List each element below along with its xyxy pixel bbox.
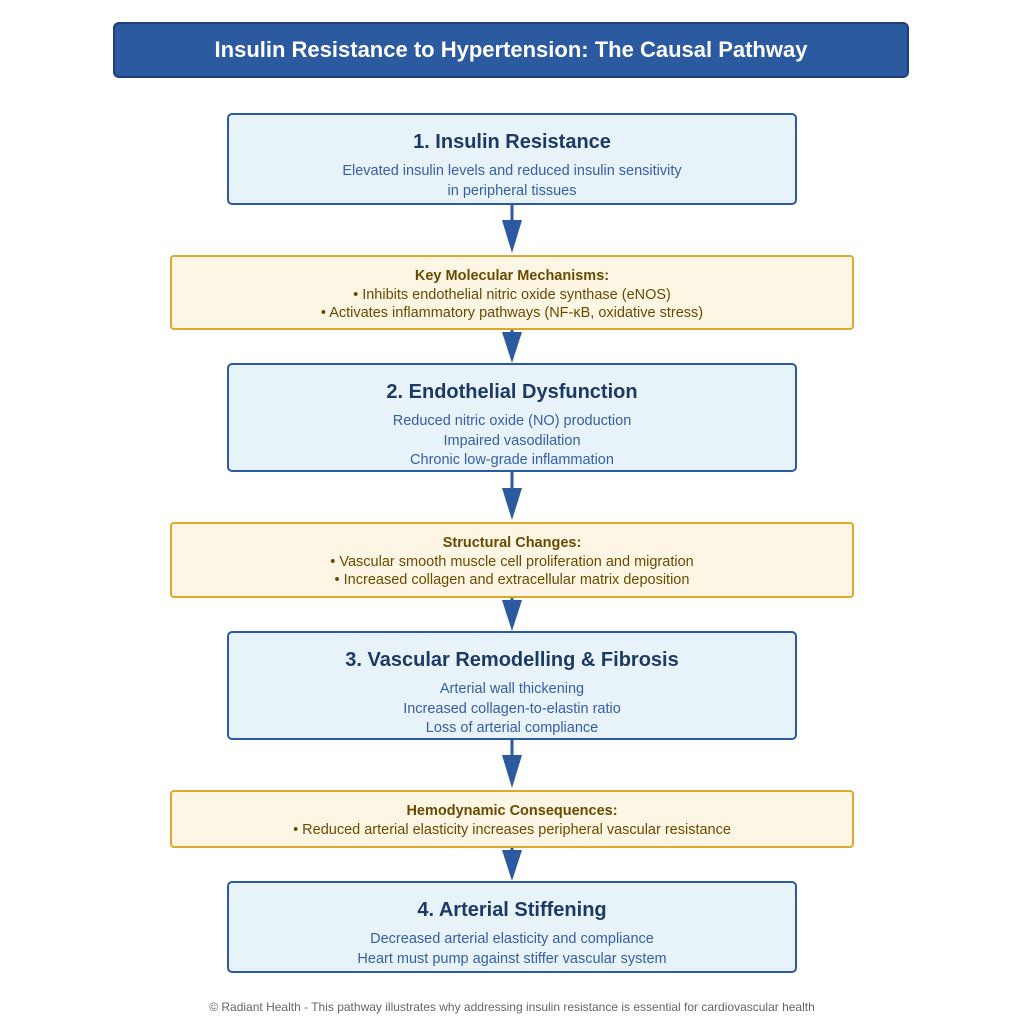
- arrow-mech1-to-stage2: [502, 330, 522, 363]
- arrow-mech2-to-stage3: [502, 598, 522, 631]
- diagram-title: Insulin Resistance to Hypertension: The …: [113, 22, 909, 78]
- arrow-stage1-to-mech1: [502, 205, 522, 253]
- mechanism-title: Structural Changes:: [442, 535, 582, 551]
- stage-vascular-remodelling: 3. Vascular Remodelling & Fibrosis Arter…: [227, 631, 797, 740]
- stage-endothelial-dysfunction: 2. Endothelial Dysfunction Reduced nitri…: [227, 363, 797, 472]
- arrow-mech3-to-stage4: [502, 848, 522, 881]
- mechanism-title: Hemodynamic Consequences:: [406, 803, 618, 819]
- mechanism-line: • Increased collagen and extracellular m…: [334, 572, 690, 588]
- stage-line: Arterial wall thickening: [439, 681, 585, 697]
- stage-line: Impaired vasodilation: [443, 432, 581, 449]
- mechanism-line: • Activates inflammatory pathways (NF-κB…: [320, 305, 704, 321]
- stage-arterial-stiffening: 4. Arterial Stiffening Decreased arteria…: [227, 881, 797, 973]
- stage-line: Increased collagen-to-elastin ratio: [403, 700, 621, 717]
- mechanism-key-molecular: Key Molecular Mechanisms: • Inhibits end…: [170, 255, 854, 330]
- footer-note: © Radiant Health - This pathway illustra…: [209, 1000, 815, 1014]
- stage-line: Heart must pump against stiffer vascular…: [357, 950, 667, 967]
- stage-line: Reduced nitric oxide (NO) production: [392, 413, 632, 429]
- stage-line: Chronic low-grade inflammation: [410, 452, 614, 468]
- stage-title: 2. Endothelial Dysfunction: [386, 381, 638, 403]
- stage-title: 4. Arterial Stiffening: [417, 899, 607, 921]
- stage-line: in peripheral tissues: [447, 182, 577, 199]
- mechanism-structural-changes: Structural Changes: • Vascular smooth mu…: [170, 522, 854, 598]
- stage-title: 3. Vascular Remodelling & Fibrosis: [345, 649, 679, 671]
- diagram-title-text: Insulin Resistance to Hypertension: The …: [214, 37, 808, 62]
- mechanism-line: • Inhibits endothelial nitric oxide synt…: [353, 287, 671, 303]
- mechanism-line: • Vascular smooth muscle cell proliferat…: [330, 554, 694, 570]
- arrow-stage2-to-mech2: [502, 472, 522, 520]
- stage-line: Loss of arterial compliance: [425, 720, 599, 736]
- mechanism-line: • Reduced arterial elasticity increases …: [293, 822, 731, 838]
- stage-line: Elevated insulin levels and reduced insu…: [342, 163, 682, 179]
- stage-line: Decreased arterial elasticity and compli…: [370, 931, 654, 947]
- stage-title: 1. Insulin Resistance: [413, 131, 611, 153]
- stage-insulin-resistance: 1. Insulin Resistance Elevated insulin l…: [227, 113, 797, 205]
- mechanism-title: Key Molecular Mechanisms:: [414, 268, 610, 284]
- arrow-stage3-to-mech3: [502, 740, 522, 788]
- mechanism-hemodynamic: Hemodynamic Consequences: • Reduced arte…: [170, 790, 854, 848]
